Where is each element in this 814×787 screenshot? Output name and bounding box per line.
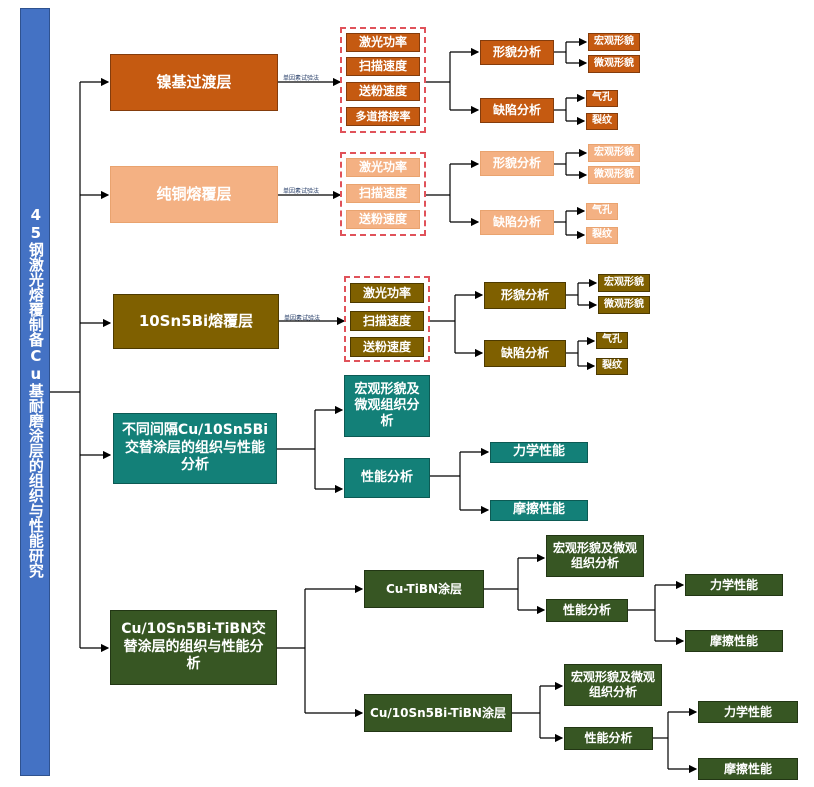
friction-property-4: 摩擦性能 bbox=[490, 500, 588, 521]
param-laser-power-2: 激光功率 bbox=[346, 158, 420, 177]
crack-3: 裂纹 bbox=[596, 358, 628, 375]
root-title-box: 45钢激光熔覆制备Cu基耐磨涂层的组织与性能研究 bbox=[20, 8, 50, 776]
method-label-3: 单因素试验法 bbox=[284, 315, 321, 322]
param-overlap-rate-1: 多道搭接率 bbox=[346, 107, 420, 126]
pore-3: 气孔 bbox=[596, 332, 628, 349]
param-laser-power-1: 激光功率 bbox=[346, 33, 420, 52]
defect-analysis-2: 缺陷分析 bbox=[480, 210, 554, 235]
params-group-1 bbox=[340, 27, 426, 133]
method-label-2: 单因素试验法 bbox=[283, 188, 320, 195]
micro-morph-3: 微观形貌 bbox=[598, 296, 650, 314]
param-scan-speed-1: 扫描速度 bbox=[346, 57, 420, 76]
micro-morph-2: 微观形貌 bbox=[588, 166, 640, 184]
branch2-title: 纯铜熔覆层 bbox=[110, 166, 278, 223]
branch4-title: 不同间隔Cu/10Sn5Bi交替涂层的组织与性能分析 bbox=[113, 413, 277, 484]
pore-1: 气孔 bbox=[586, 90, 618, 107]
defect-analysis-1: 缺陷分析 bbox=[480, 98, 554, 123]
branch1-title: 镍基过渡层 bbox=[110, 54, 278, 111]
friction-property-5b: 摩擦性能 bbox=[698, 758, 798, 780]
params-group-2 bbox=[340, 152, 426, 236]
param-powder-speed-2: 送粉速度 bbox=[346, 210, 420, 229]
morph-analysis-2: 形貌分析 bbox=[480, 151, 554, 176]
performance-analysis-5b: 性能分析 bbox=[564, 727, 653, 750]
cu-10sn5bi-tibn-coating: Cu/10Sn5Bi-TiBN涂层 bbox=[364, 694, 512, 732]
structure-analysis-4: 宏观形貌及微观组织分析 bbox=[344, 375, 430, 437]
structure-analysis-5b: 宏观形貌及微观组织分析 bbox=[564, 664, 662, 706]
param-scan-speed-2: 扫描速度 bbox=[346, 184, 420, 203]
macro-morph-2: 宏观形貌 bbox=[588, 144, 640, 162]
branch3-title: 10Sn5Bi熔覆层 bbox=[113, 294, 279, 349]
morph-analysis-1: 形貌分析 bbox=[480, 40, 554, 65]
macro-morph-1: 宏观形貌 bbox=[588, 33, 640, 51]
param-powder-speed-1: 送粉速度 bbox=[346, 82, 420, 101]
mechanical-property-5a: 力学性能 bbox=[685, 574, 783, 596]
param-laser-power-3: 激光功率 bbox=[350, 283, 424, 303]
performance-analysis-4: 性能分析 bbox=[344, 458, 430, 498]
crack-2: 裂纹 bbox=[586, 227, 618, 244]
method-label-1: 单因素试验法 bbox=[283, 75, 320, 82]
mechanical-property-5b: 力学性能 bbox=[698, 701, 798, 723]
pore-2: 气孔 bbox=[586, 203, 618, 220]
performance-analysis-5a: 性能分析 bbox=[546, 599, 628, 622]
branch5-title: Cu/10Sn5Bi-TiBN交替涂层的组织与性能分析 bbox=[110, 610, 277, 685]
friction-property-5a: 摩擦性能 bbox=[685, 630, 783, 652]
root-title: 45钢激光熔覆制备Cu基耐磨涂层的组织与性能研究 bbox=[26, 206, 45, 578]
structure-analysis-5a: 宏观形貌及微观组织分析 bbox=[546, 535, 644, 577]
morph-analysis-3: 形貌分析 bbox=[484, 282, 566, 309]
micro-morph-1: 微观形貌 bbox=[588, 55, 640, 73]
crack-1: 裂纹 bbox=[586, 113, 618, 130]
param-scan-speed-3: 扫描速度 bbox=[350, 311, 424, 331]
macro-morph-3: 宏观形貌 bbox=[598, 274, 650, 292]
defect-analysis-3: 缺陷分析 bbox=[484, 340, 566, 367]
mechanical-property-4: 力学性能 bbox=[490, 442, 588, 463]
params-group-3 bbox=[344, 276, 430, 362]
param-powder-speed-3: 送粉速度 bbox=[350, 337, 424, 357]
cu-tibn-coating: Cu-TiBN涂层 bbox=[364, 570, 484, 608]
